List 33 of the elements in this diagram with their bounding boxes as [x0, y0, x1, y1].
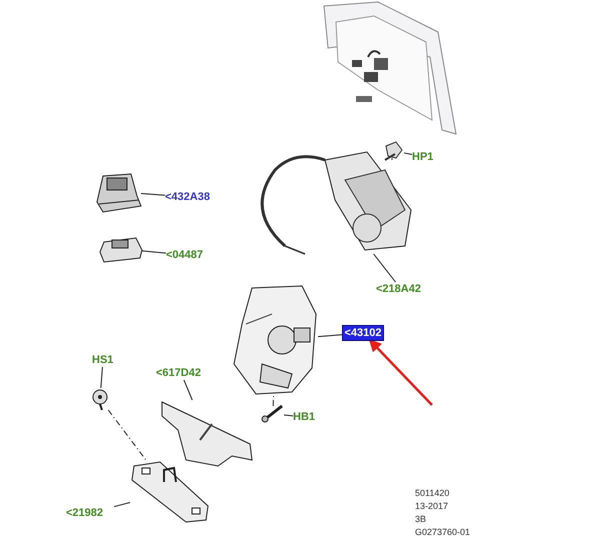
leader-line: [404, 152, 412, 155]
bolt-drawing: [262, 406, 284, 422]
drawing-reference-note: G0273760-01: [415, 527, 470, 537]
drawing-reference-note: 3B: [415, 514, 426, 524]
part-number-label: <21982: [66, 506, 114, 520]
drawing-reference-note: 5011420: [415, 488, 450, 498]
leader-line: [140, 193, 166, 196]
highlighted-part-number: <43102: [343, 326, 383, 340]
leader-line: [114, 502, 130, 508]
striker-bracket-drawing: [130, 462, 210, 522]
switch-housing-drawing: [97, 172, 141, 212]
switch-drawing: [100, 236, 142, 262]
clip-drawing: [384, 142, 404, 160]
drawing-reference-note: 13-2017: [415, 501, 448, 511]
part-number-label: <218A42: [376, 282, 426, 296]
leader-line: [183, 380, 193, 400]
leader-line: [100, 366, 103, 388]
part-number-label: HB1: [293, 410, 319, 424]
part-number-label: HP1: [412, 150, 438, 164]
part-number-label: <432A38: [165, 190, 217, 204]
screw-drawing: [90, 388, 110, 410]
leader-line: [284, 414, 294, 416]
door-latch-drawing: [232, 284, 318, 396]
part-number-label: HS1: [92, 353, 114, 367]
assembly-line: [108, 410, 148, 462]
assembly-line: [272, 396, 274, 406]
latch-cover-drawing: [160, 400, 252, 466]
pointer-arrow: [368, 339, 433, 406]
part-number-label: <617D42: [156, 366, 206, 380]
leader-line: [142, 250, 166, 254]
leader-line: [318, 334, 344, 338]
leader-line: [373, 254, 396, 282]
part-number-label: <04487: [166, 248, 208, 262]
